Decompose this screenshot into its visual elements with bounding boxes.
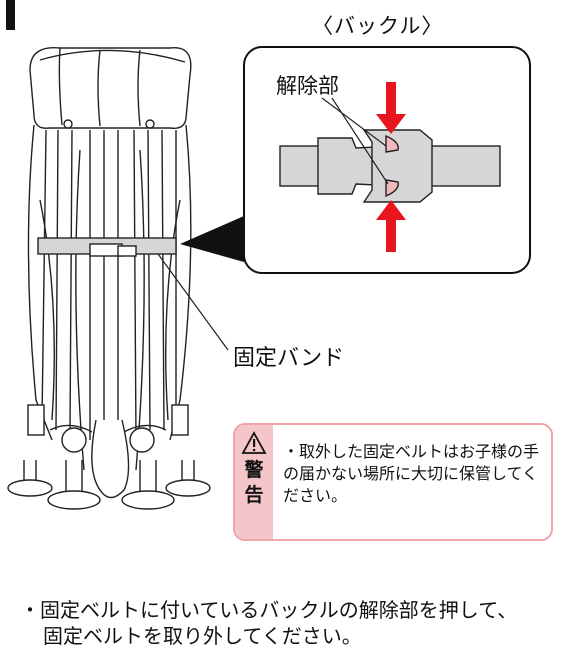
warning-char-2: 告 — [244, 484, 264, 506]
band-leader-line — [157, 253, 229, 351]
callout-pointer — [180, 216, 244, 262]
fixing-band-label: 固定バンド — [233, 346, 345, 371]
warning-triangle-icon — [241, 431, 267, 454]
warning-text: ・取外した固定ベルトはお子様の手の届かない場所に大切に保管してください。 — [283, 442, 540, 505]
warning-box: 警 告 ・取外した固定ベルトはお子様の手の届かない場所に大切に保管してください。 — [233, 423, 553, 541]
release-leader-lines — [321, 97, 389, 185]
warning-side-panel: 警 告 — [235, 425, 273, 539]
instruction-text: ・固定ベルトに付いているバックルの解除部を押して、 固定ベルトを取り外してくださ… — [20, 597, 560, 649]
buckle-caption: 〈バックル〉 — [312, 14, 444, 38]
release-arrows — [376, 82, 406, 252]
warning-char-1: 警 — [244, 459, 264, 481]
instruction-line-1: ・固定ベルトに付いているバックルの解除部を押して、 — [20, 598, 518, 622]
release-part-label: 解除部 — [276, 74, 339, 98]
buckle-detail — [279, 129, 501, 203]
instruction-line-2: 固定ベルトを取り外してください。 — [43, 624, 362, 648]
folded-playpen — [7, 46, 211, 510]
step-marker — [6, 0, 15, 30]
crib-illustration — [7, 46, 531, 510]
